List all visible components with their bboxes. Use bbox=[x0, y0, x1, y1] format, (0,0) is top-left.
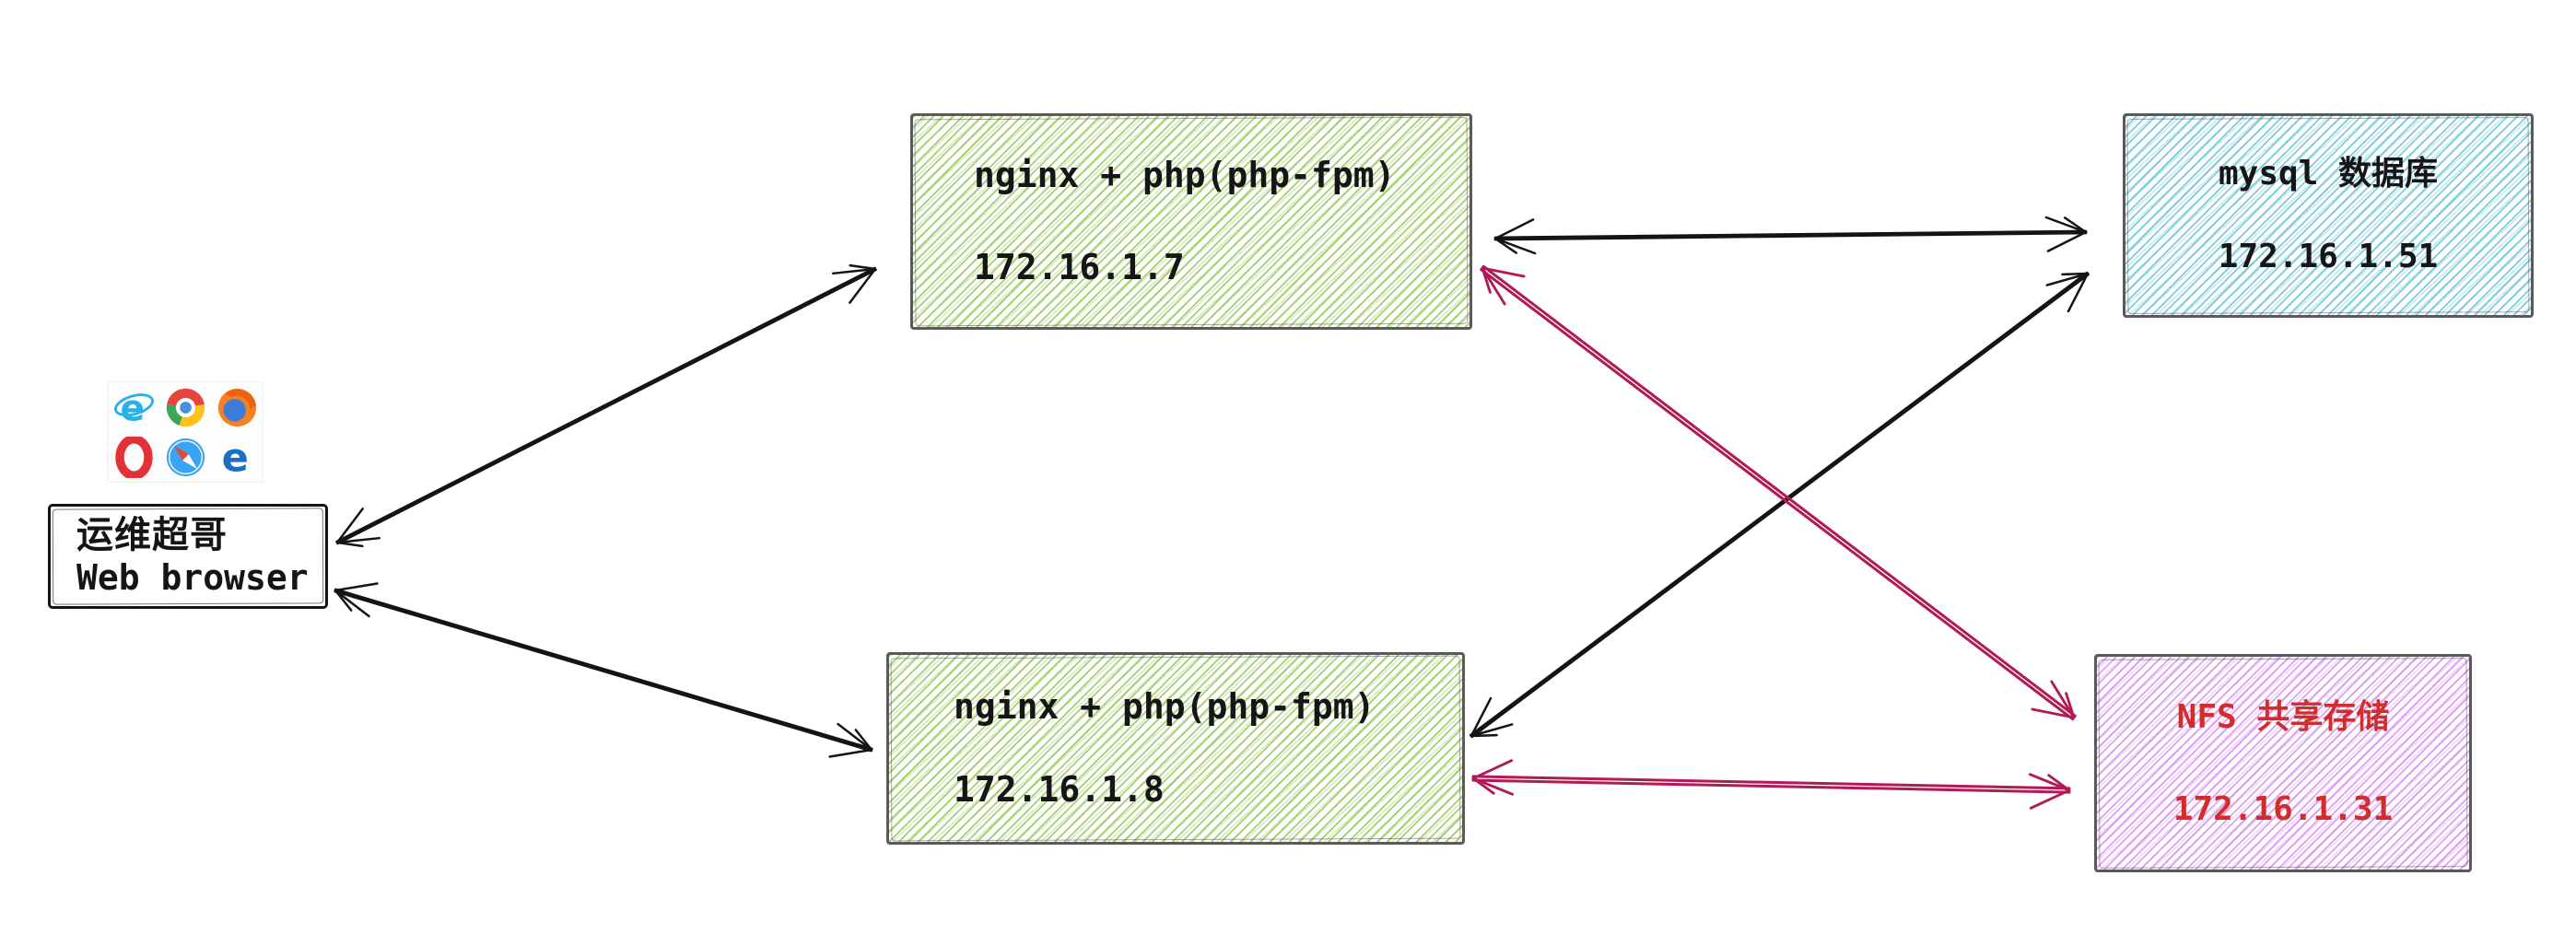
nginx2-title: nginx + php(php-fpm) bbox=[954, 685, 1376, 727]
edge-nginx1-mysql bbox=[1493, 216, 2088, 255]
edge-nginx2-nfs bbox=[1471, 759, 2071, 810]
mysql-title: mysql 数据库 bbox=[2218, 155, 2439, 193]
internet-explorer-icon: e bbox=[113, 387, 154, 428]
browser-icons-card: e e bbox=[107, 381, 263, 483]
chrome-icon bbox=[166, 388, 205, 426]
node-nfs: NFS 共享存储 172.16.1.31 bbox=[2094, 654, 2472, 872]
edge-icon: e bbox=[221, 437, 248, 478]
edge-nginx1-nfs bbox=[1480, 264, 2077, 721]
web-browser-label-cn: 运维超哥 bbox=[76, 514, 228, 557]
edge-nginx2-mysql bbox=[1469, 271, 2090, 739]
nfs-title: NFS 共享存储 bbox=[2176, 697, 2390, 736]
firefox-icon bbox=[217, 388, 256, 426]
safari-icon bbox=[166, 438, 205, 476]
nfs-ip: 172.16.1.31 bbox=[2172, 789, 2394, 828]
svg-text:e: e bbox=[221, 437, 248, 478]
node-mysql: mysql 数据库 172.16.1.51 bbox=[2123, 113, 2534, 318]
web-browser-label-en: Web browser bbox=[76, 557, 309, 599]
nginx1-ip: 172.16.1.7 bbox=[974, 246, 1185, 287]
edge-browser-nginx2 bbox=[334, 582, 873, 758]
opera-icon bbox=[114, 436, 153, 478]
nginx1-title: nginx + php(php-fpm) bbox=[974, 154, 1396, 195]
mysql-ip: 172.16.1.51 bbox=[2218, 238, 2439, 275]
edge-browser-nginx1 bbox=[335, 263, 877, 548]
nginx2-ip: 172.16.1.8 bbox=[954, 768, 1165, 810]
node-web-browser: 运维超哥 Web browser bbox=[48, 504, 328, 609]
node-nginx-php-2: nginx + php(php-fpm) 172.16.1.8 bbox=[886, 652, 1465, 845]
node-nginx-php-1: nginx + php(php-fpm) 172.16.1.7 bbox=[910, 113, 1472, 330]
